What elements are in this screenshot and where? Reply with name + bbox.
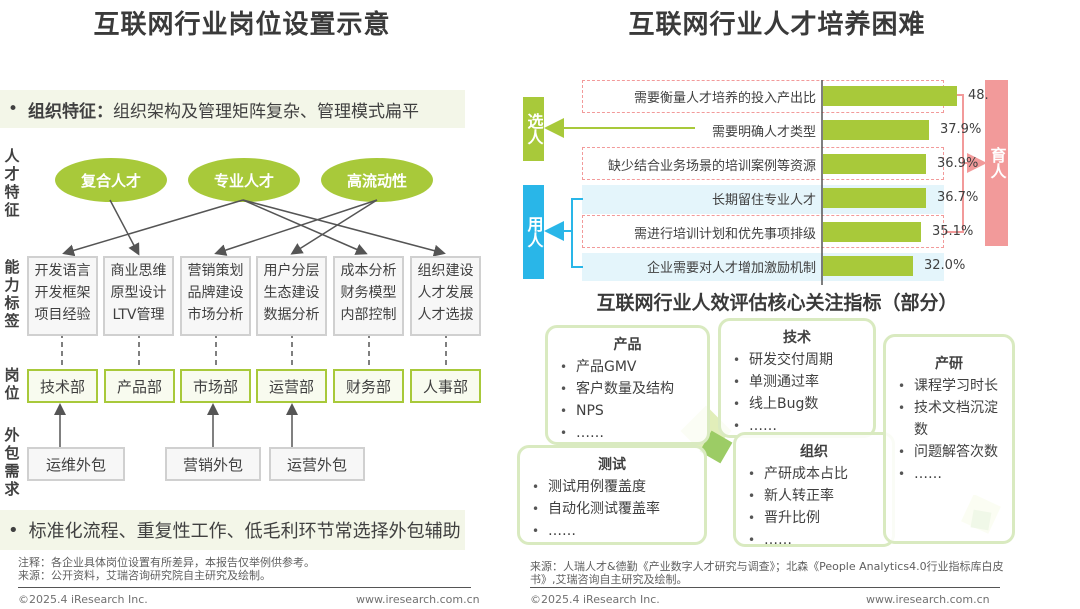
outsourcing-band: • 标准化流程、重复性工作、低毛利环节常选择外包辅助 — [0, 510, 465, 550]
bullet: • — [8, 519, 19, 541]
ability-box: 成本分析财务模型内部控制 — [333, 256, 404, 336]
dashed-group-box — [582, 215, 944, 248]
arrow-line — [242, 199, 368, 255]
left-website: www.iresearch.com.cn — [356, 593, 480, 606]
right-source: 来源：人瑞人才&德勤《产业数字人才研究与调查》；北森《People Analyt… — [530, 560, 1004, 586]
connector-lines — [54, 199, 447, 448]
metric-card-rd: 产研 课程学习时长 技术文档沉淀数 问题解答次数 …… — [883, 334, 1015, 544]
department-box: 市场部 — [180, 369, 251, 403]
left-title: 互联网行业岗位设置示意 — [93, 10, 391, 40]
right-website: www.iresearch.com.cn — [866, 593, 990, 606]
left-copyright: ©2025.4 iResearch Inc. — [18, 593, 148, 606]
metric-item: 线上Bug数 — [731, 393, 863, 415]
left-note: 注释：各企业具体岗位设置有所差异，本报告仅举例供参考。 — [18, 556, 315, 569]
metric-item: …… — [558, 422, 697, 444]
metric-item: …… — [746, 529, 882, 551]
metric-item: 客户数量及结构 — [558, 378, 697, 400]
ability-box: 营销策划品牌建设市场分析 — [180, 256, 251, 336]
bar-value-label: 48. — [968, 88, 989, 103]
bar — [823, 222, 921, 242]
arrow-line — [290, 199, 378, 255]
metric-card-org: 组织 产研成本占比 新人转正率 晋升比例 …… — [733, 432, 895, 551]
department-box: 运营部 — [256, 369, 327, 403]
metric-item: …… — [530, 520, 694, 542]
bar — [823, 86, 957, 106]
row-label-outsourcing: 外包需求 — [4, 426, 20, 498]
ability-box: 开发语言开发框架项目经验 — [27, 256, 98, 336]
metric-item: 单测通过率 — [731, 371, 863, 393]
trait-oval: 高流动性 — [321, 158, 433, 202]
org-feature-label: 组织特征： — [28, 101, 114, 122]
outsourcing-band-text: 标准化流程、重复性工作、低毛利环节常选择外包辅助 — [28, 521, 461, 542]
use-bracket — [548, 198, 583, 268]
row-label-traits: 人才特征 — [4, 147, 20, 219]
ability-box: 组织建设人才发展人才选拔 — [410, 256, 481, 336]
bar-value-label: 37.9% — [940, 122, 982, 137]
metric-item: …… — [731, 415, 863, 437]
metric-item: 研发交付周期 — [731, 349, 863, 371]
metric-item: …… — [896, 463, 1002, 485]
metric-item: 课程学习时长 — [896, 375, 1002, 397]
outsourcing-box: 运维外包 — [27, 447, 125, 481]
row-label-positions: 岗位 — [4, 366, 20, 402]
metric-item: 产品GMV — [558, 356, 697, 378]
metric-item: 测试用例覆盖度 — [530, 476, 694, 498]
left-divider — [18, 587, 471, 588]
department-box: 技术部 — [27, 369, 98, 403]
bar-category-label: 缺少结合业务场景的培训案例等资源 — [607, 158, 816, 174]
metric-item: 晋升比例 — [746, 507, 882, 529]
bar-value-label: 35.1% — [932, 224, 974, 239]
arrow-line — [242, 199, 446, 257]
bar-category-label: 长期留住专业人才 — [711, 192, 816, 208]
bar-category-label: 企业需要对人才增加激励机制 — [646, 260, 816, 276]
org-feature-band: • 组织特征： 组织架构及管理矩阵复杂、管理模式扁平 — [0, 90, 465, 128]
arrow-line — [109, 199, 140, 256]
bar-category-label: 需进行培训计划和优先事项排级 — [633, 226, 816, 242]
arrow-line — [62, 199, 244, 257]
left-source: 来源：公开资料，艾瑞咨询研究院自主研究及绘制。 — [18, 569, 271, 582]
org-feature-text: 组织架构及管理矩阵复杂、管理模式扁平 — [113, 101, 420, 122]
select-tag: 选人 — [523, 97, 544, 161]
metric-item: 技术文档沉淀数 — [896, 397, 1002, 441]
metrics-title: 互联网行业人效评估核心关注指标（部分） — [596, 292, 958, 314]
metric-card-test: 测试 测试用例覆盖度 自动化测试覆盖率 …… — [517, 445, 707, 545]
row-label-abilities: 能力标签 — [4, 258, 20, 330]
trait-oval: 专业人才 — [188, 158, 300, 202]
right-copyright: ©2025.4 iResearch Inc. — [530, 593, 660, 606]
right-divider — [530, 587, 1000, 588]
bar — [823, 154, 926, 174]
bar-value-label: 36.7% — [937, 190, 979, 205]
department-box: 产品部 — [104, 369, 175, 403]
metric-item: 问题解答次数 — [896, 441, 1002, 463]
outsourcing-box: 运营外包 — [269, 447, 365, 481]
bar — [823, 188, 926, 208]
trait-oval: 复合人才 — [55, 158, 167, 202]
bar — [823, 120, 929, 140]
metric-item: 产研成本占比 — [746, 463, 882, 485]
bar-value-label: 32.0% — [924, 258, 966, 273]
bullet: • — [8, 99, 19, 119]
metric-card-tech: 技术 研发交付周期 单测通过率 线上Bug数 …… — [718, 318, 876, 438]
bar-category-label: 需要衡量人才培养的投入产出比 — [633, 90, 816, 106]
right-title: 互联网行业人才培养困难 — [628, 10, 926, 40]
bar — [823, 256, 913, 276]
department-box: 财务部 — [333, 369, 404, 403]
metric-item: NPS — [558, 400, 697, 422]
department-box: 人事部 — [410, 369, 481, 403]
bar-category-label: 需要明确人才类型 — [711, 124, 816, 140]
arrow-line — [214, 199, 378, 256]
dashed-group-box — [582, 147, 944, 180]
metric-item: 自动化测试覆盖率 — [530, 498, 694, 520]
metric-item: 新人转正率 — [746, 485, 882, 507]
metric-card-product: 产品 产品GMV 客户数量及结构 NPS …… — [545, 325, 710, 445]
ability-box: 用户分层生态建设数据分析 — [256, 256, 327, 336]
outsourcing-box: 营销外包 — [165, 447, 261, 481]
bar-value-label: 36.9% — [937, 156, 979, 171]
